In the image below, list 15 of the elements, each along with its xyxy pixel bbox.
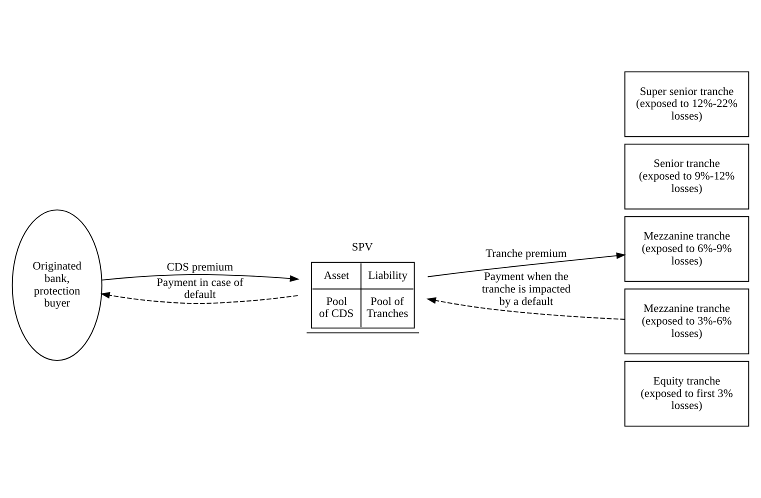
node-label: SPV xyxy=(352,242,373,254)
edge-label: CDS premium xyxy=(166,262,234,274)
arrow xyxy=(426,297,626,320)
node-box: Equity tranche (exposed to first 3% losses) xyxy=(624,360,750,427)
arrow xyxy=(101,274,300,282)
arrow xyxy=(100,292,298,304)
node-box: Mezzanine tranche (exposed to 3%-6% losses) xyxy=(624,288,750,354)
node-box: Super senior tranche (exposed to 12%-22% losses) xyxy=(624,71,750,138)
node-ellipse: Originated bank, protection buyer xyxy=(12,209,102,361)
edge-label: Payment in case of default xyxy=(156,276,244,302)
arrow xyxy=(427,252,626,278)
node-box: Mezzanine tranche (exposed to 6%-9% losses) xyxy=(624,216,750,282)
edge-label: Tranche premium xyxy=(486,248,567,260)
node-box: Senior tranche (exposed to 9%-12% losses) xyxy=(624,144,750,210)
edge-label: Payment when the tranche is impacted by a default xyxy=(482,271,571,308)
